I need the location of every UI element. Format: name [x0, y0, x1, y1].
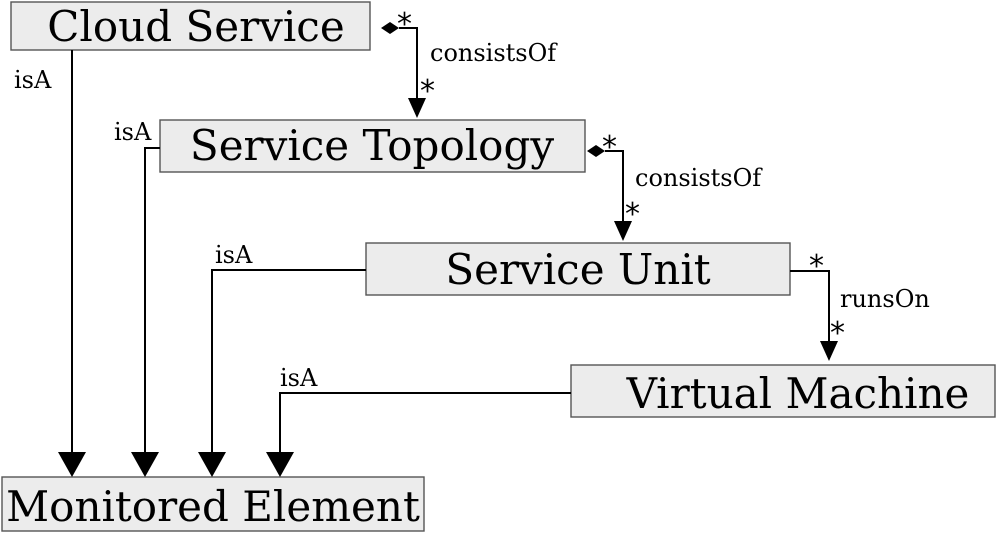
edge-line — [144, 147, 160, 452]
arrowhead — [198, 452, 226, 477]
arrowhead — [408, 98, 426, 118]
node-service-topology-label: Service Topology — [190, 121, 554, 170]
multiplicity-target: * — [625, 197, 640, 232]
edge-service-unit-isa-monitored-element: isA — [198, 241, 366, 477]
composition-diamond — [381, 22, 399, 34]
node-cloud-service[interactable]: Cloud Service — [10, 1, 371, 51]
multiplicity-target: * — [420, 74, 435, 109]
edge-line — [605, 150, 624, 225]
relation-label-consists-of: consistsOf — [635, 164, 763, 192]
node-service-unit[interactable]: Service Unit — [365, 242, 791, 296]
multiplicity-source: * — [809, 249, 824, 284]
edge-virtual-machine-isa-monitored-element: isA — [266, 364, 571, 477]
edge-service-topology-consists-of-service-unit: * * consistsOf — [587, 130, 763, 241]
arrowhead — [131, 452, 159, 477]
node-monitored-element-label: Monitored Element — [6, 482, 420, 531]
node-monitored-element[interactable]: Monitored Element — [1, 476, 425, 532]
relation-label-runs-on: runsOn — [840, 285, 930, 313]
node-cloud-service-label: Cloud Service — [47, 2, 344, 51]
relation-label-isa: isA — [114, 118, 152, 146]
relation-label-isa: isA — [215, 241, 253, 269]
node-virtual-machine-label: Virtual Machine — [626, 369, 970, 418]
node-service-topology[interactable]: Service Topology — [159, 119, 586, 173]
edge-line — [790, 270, 830, 345]
relation-label-consists-of: consistsOf — [430, 39, 558, 67]
multiplicity-source: * — [397, 7, 412, 42]
edge-line — [279, 392, 571, 452]
relation-label-isa: isA — [280, 364, 318, 392]
edge-cloud-service-consists-of-service-topology: * * consistsOf — [381, 7, 558, 118]
node-virtual-machine[interactable]: Virtual Machine — [570, 364, 996, 418]
arrowhead — [820, 341, 838, 361]
multiplicity-target: * — [830, 316, 845, 351]
edge-line — [211, 269, 366, 452]
edge-service-unit-runs-on-virtual-machine: * * runsOn — [790, 249, 930, 361]
node-service-unit-label: Service Unit — [445, 245, 710, 294]
relation-label-isa: isA — [14, 66, 52, 94]
edge-line — [399, 27, 418, 102]
multiplicity-source: * — [602, 130, 617, 165]
arrowhead — [266, 452, 294, 477]
composition-diamond — [587, 145, 605, 157]
edge-service-topology-isa-monitored-element: isA — [114, 118, 160, 477]
arrowhead — [614, 221, 632, 241]
arrowhead — [58, 452, 86, 477]
edge-cloud-service-isa-monitored-element: isA — [14, 50, 86, 477]
